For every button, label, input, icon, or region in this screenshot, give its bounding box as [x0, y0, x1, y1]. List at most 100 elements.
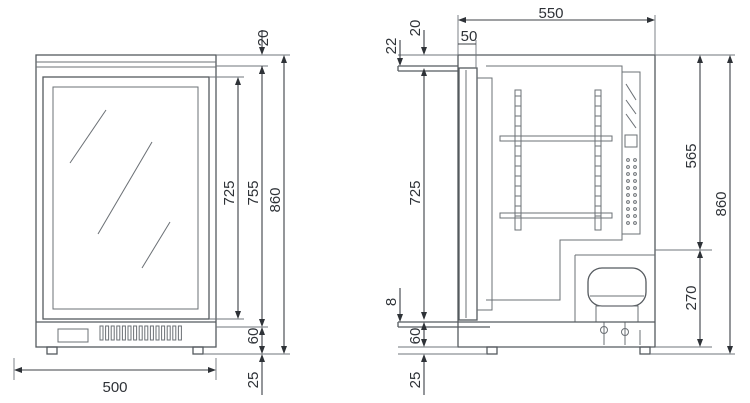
- dim-arrow: [259, 346, 265, 354]
- dim-arrow: [697, 339, 703, 347]
- dim-arrow: [259, 66, 265, 74]
- dim-arrow: [397, 314, 403, 322]
- side-top-band-label: 20: [407, 20, 424, 37]
- dim-arrow: [697, 242, 703, 250]
- side-foot-front: [486, 346, 498, 355]
- dim-arrow: [281, 346, 287, 354]
- dim-arrow: [14, 367, 22, 373]
- side-inner-cavity: [486, 65, 623, 301]
- dim-arrow: [421, 68, 427, 76]
- fan-blade: [625, 83, 637, 101]
- side-feet-label: 25: [407, 372, 424, 389]
- glass-reflection-line: [141, 221, 171, 269]
- evaporator-hole: [633, 186, 637, 190]
- front-bottom-band-label: 60: [245, 328, 262, 345]
- evaporator-hole: [626, 200, 630, 204]
- vent-slot: [110, 325, 115, 341]
- front-foot-left: [46, 346, 58, 355]
- vent-slot: [138, 325, 143, 341]
- vent-slot: [133, 325, 138, 341]
- evaporator-hole: [633, 158, 637, 162]
- side-door-offset-label: 50: [461, 28, 478, 45]
- side-upper-compartment-label: 565: [683, 143, 700, 168]
- side-compressor-label: 270: [683, 285, 700, 310]
- dim-arrow: [281, 55, 287, 63]
- vent-slot: [121, 325, 126, 341]
- dim-arrow: [259, 47, 265, 55]
- evaporator-hole: [626, 207, 630, 211]
- evaporator-hole: [626, 186, 630, 190]
- side-depth-label: 550: [538, 5, 563, 22]
- front-vent-grille: [99, 325, 182, 341]
- vent-slot: [116, 325, 121, 341]
- front-feet-label: 25: [245, 372, 262, 389]
- side-total-label: 860: [713, 191, 730, 216]
- front-cabinet-outline: [35, 54, 217, 348]
- dim-arrow: [697, 55, 703, 63]
- evaporator-hole: [633, 221, 637, 225]
- evaporator-hole: [626, 158, 630, 162]
- dim-arrow: [421, 312, 427, 320]
- evaporator-hole: [633, 200, 637, 204]
- fan-blade: [625, 113, 637, 129]
- front-width-label: 500: [102, 379, 127, 396]
- dim-arrow: [397, 58, 403, 66]
- evaporator-hole: [626, 221, 630, 225]
- front-glass-label: 725: [221, 180, 238, 205]
- evaporator-hole: [626, 179, 630, 183]
- vent-slot: [99, 325, 104, 341]
- front-cabinet-label: 755: [245, 180, 262, 205]
- evaporator-hole: [633, 179, 637, 183]
- side-inner-liner: [477, 77, 493, 311]
- fan-blade: [625, 99, 637, 115]
- dim-arrow: [727, 55, 733, 63]
- evaporator-hole: [633, 214, 637, 218]
- dim-arrow: [259, 327, 265, 335]
- dim-arrow: [421, 354, 427, 362]
- side-door: [458, 67, 478, 321]
- evaporator-hole: [633, 207, 637, 211]
- evaporator-holes: [626, 158, 637, 225]
- evaporator-hole: [633, 172, 637, 176]
- shelf-upright-teeth: [515, 95, 601, 217]
- front-view: 500 20 725 755 860 60 25: [13, 30, 290, 396]
- shelf-upright-front: [514, 89, 522, 231]
- dim-arrow: [421, 339, 427, 347]
- shelf-upright-rear: [594, 89, 602, 231]
- dim-arrow: [421, 322, 427, 330]
- front-glass-panel: [52, 86, 199, 310]
- side-bottom-band-label: 60: [407, 328, 424, 345]
- side-cabinet-outline: [457, 54, 656, 348]
- vent-slot: [161, 325, 166, 341]
- evaporator-hole: [633, 193, 637, 197]
- dim-arrow: [727, 346, 733, 354]
- compressor-base: [595, 305, 639, 323]
- dim-arrow: [259, 354, 265, 362]
- vent-slot: [177, 325, 182, 341]
- dim-arrow: [259, 319, 265, 327]
- shelf-lower: [499, 212, 613, 219]
- vent-slot: [127, 325, 132, 341]
- glass-reflection-line: [97, 141, 153, 235]
- front-foot-right: [192, 346, 204, 355]
- vent-slot: [166, 325, 171, 341]
- dim-arrow: [208, 367, 216, 373]
- vent-slot: [172, 325, 177, 341]
- vent-slot: [144, 325, 149, 341]
- side-foot-rear: [639, 346, 651, 355]
- dim-arrow: [697, 250, 703, 258]
- dim-arrow: [421, 47, 427, 55]
- evaporator-hole: [626, 214, 630, 218]
- shelf-upper: [499, 135, 613, 142]
- front-top-band-label: 20: [255, 30, 272, 47]
- vent-slot: [155, 325, 160, 341]
- side-evaporator-box: [621, 71, 641, 235]
- front-door-frame: [42, 76, 210, 320]
- dim-arrow: [235, 77, 241, 85]
- evaporator-hole: [626, 165, 630, 169]
- fan-hub: [624, 134, 638, 148]
- side-top-lip-label: 22: [383, 38, 400, 55]
- dim-arrow: [458, 17, 466, 23]
